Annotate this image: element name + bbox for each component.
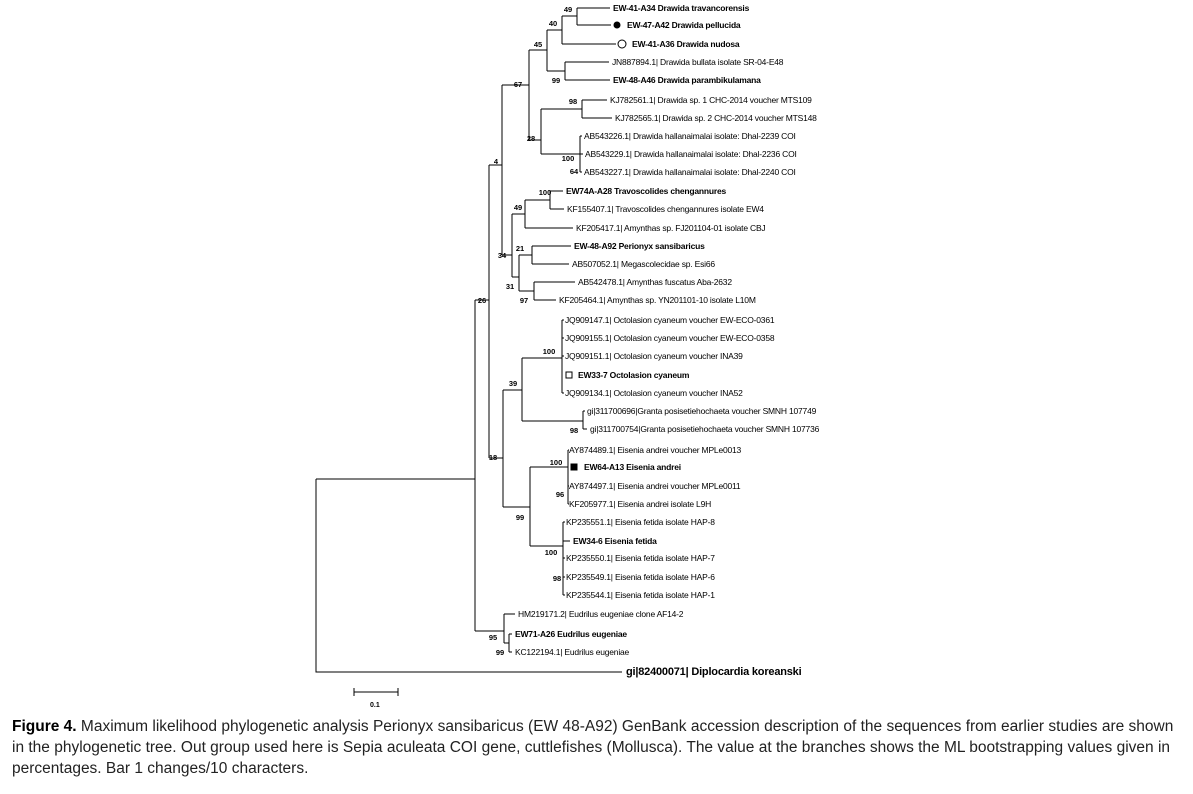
taxon-label: EW34-6 Eisenia fetida <box>573 536 657 546</box>
taxon-label: KP235544.1| Eisenia fetida isolate HAP-1 <box>566 590 715 600</box>
bootstrap-value: 98 <box>569 426 579 435</box>
taxon-label: HM219171.2| Eudrilus eugeniae clone AF14… <box>518 609 684 619</box>
bootstrap-value: 98 <box>568 97 578 106</box>
taxon-label: KP235550.1| Eisenia fetida isolate HAP-7 <box>566 553 715 563</box>
outgroup-label: gi|82400071| Diplocardia koreanski <box>626 666 802 678</box>
taxon-label: KF155407.1| Travoscolides chengannures i… <box>567 204 764 214</box>
taxon-label: KP235551.1| Eisenia fetida isolate HAP-8 <box>566 517 715 527</box>
taxon-label: KF205417.1| Amynthas sp. FJ201104-01 iso… <box>576 223 766 233</box>
figure-label: Figure 4. <box>12 718 77 735</box>
taxon-label: AB542478.1| Amynthas fuscatus Aba-2632 <box>578 277 732 287</box>
taxon-label: EW-48-A46 Drawida parambikulamana <box>613 75 761 85</box>
bootstrap-value: 100 <box>549 458 563 467</box>
bootstrap-value: 96 <box>555 490 565 499</box>
taxon-label: JQ909134.1| Octolasion cyaneum voucher I… <box>565 388 743 398</box>
taxon-label: EW-48-A92 Perionyx sansibaricus <box>574 241 705 251</box>
bootstrap-value: 97 <box>519 296 529 305</box>
bootstrap-value: 99 <box>515 513 525 522</box>
taxon-label: JQ909155.1| Octolasion cyaneum voucher E… <box>565 333 775 343</box>
scale-bar-label: 0.1 <box>370 702 380 709</box>
taxon-label: KF205464.1| Amynthas sp. YN201101-10 iso… <box>559 295 756 305</box>
bootstrap-value: 100 <box>561 154 575 163</box>
bootstrap-value: 99 <box>495 648 505 657</box>
bootstrap-value: 21 <box>515 244 525 253</box>
bootstrap-value: 99 <box>551 76 561 85</box>
bootstrap-value: 100 <box>544 548 558 557</box>
bootstrap-value: 18 <box>488 453 498 462</box>
taxon-label: JN887894.1| Drawida bullata isolate SR-0… <box>612 57 784 67</box>
taxon-label: AY874489.1| Eisenia andrei voucher MPLe0… <box>569 445 742 455</box>
taxon-label: EW-47-A42 Drawida pellucida <box>627 20 741 30</box>
circle-marker-icon <box>617 39 627 49</box>
taxon-label: EW64-A13 Eisenia andrei <box>584 462 681 472</box>
taxon-label: EW-41-A36 Drawida nudosa <box>632 39 740 49</box>
taxon-label: KJ782565.1| Drawida sp. 2 CHC-2014 vouch… <box>615 113 817 123</box>
bootstrap-value: 28 <box>526 134 536 143</box>
bootstrap-value: 100 <box>542 347 556 356</box>
square-marker-icon <box>570 463 578 471</box>
bootstrap-value: 40 <box>548 19 558 28</box>
bootstrap-value: 98 <box>552 574 562 583</box>
bootstrap-value: 49 <box>513 203 523 212</box>
taxon-label: JQ909151.1| Octolasion cyaneum voucher I… <box>565 351 743 361</box>
taxon-label: EW71-A26 Eudrilus eugeniae <box>515 629 627 639</box>
bootstrap-value: 26 <box>477 296 487 305</box>
bootstrap-value: 31 <box>505 282 515 291</box>
bootstrap-value: 95 <box>488 633 498 642</box>
bootstrap-value: 67 <box>513 80 523 89</box>
bootstrap-value: 64 <box>569 167 579 176</box>
bootstrap-value: 39 <box>508 379 518 388</box>
taxon-label: KP235549.1| Eisenia fetida isolate HAP-6 <box>566 572 715 582</box>
taxon-label: EW33-7 Octolasion cyaneum <box>578 370 690 380</box>
taxon-label: AB543226.1| Drawida hallanaimalai isolat… <box>584 131 796 141</box>
taxon-label: AB507052.1| Megascolecidae sp. Esi66 <box>572 259 715 269</box>
taxon-label: gi|311700754|Granta posisetiehochaeta vo… <box>590 424 820 434</box>
bootstrap-value: 4 <box>493 157 499 166</box>
bootstrap-value: 34 <box>497 251 507 260</box>
taxon-label: AB543229.1| Drawida hallanaimalai isolat… <box>585 149 797 159</box>
taxon-label: KJ782561.1| Drawida sp. 1 CHC-2014 vouch… <box>610 95 812 105</box>
taxon-label: KC122194.1| Eudrilus eugeniae <box>515 647 630 657</box>
caption-text: Maximum likelihood phylogenetic analysis… <box>12 718 1174 777</box>
square-marker-icon <box>565 371 573 379</box>
figure-caption: Figure 4. Maximum likelihood phylogeneti… <box>12 716 1182 779</box>
bootstrap-value: 49 <box>563 5 573 14</box>
taxon-label: AB543227.1| Drawida hallanaimalai isolat… <box>584 167 796 177</box>
scale-bar <box>353 688 399 696</box>
bootstrap-value: 45 <box>533 40 543 49</box>
taxon-label: AY874497.1| Eisenia andrei voucher MPLe0… <box>569 481 741 491</box>
bootstrap-value: 100 <box>538 188 552 197</box>
taxon-label: EW-41-A34 Drawida travancorensis <box>613 3 750 13</box>
circle-marker-icon <box>613 21 621 29</box>
taxon-label: JQ909147.1| Octolasion cyaneum voucher E… <box>565 315 775 325</box>
taxon-label: gi|311700696|Granta posisetiehochaeta vo… <box>587 406 817 416</box>
taxon-label: KF205977.1| Eisenia andrei isolate L9H <box>569 499 712 509</box>
taxon-label: EW74A-A28 Travoscolides chengannures <box>566 186 727 196</box>
